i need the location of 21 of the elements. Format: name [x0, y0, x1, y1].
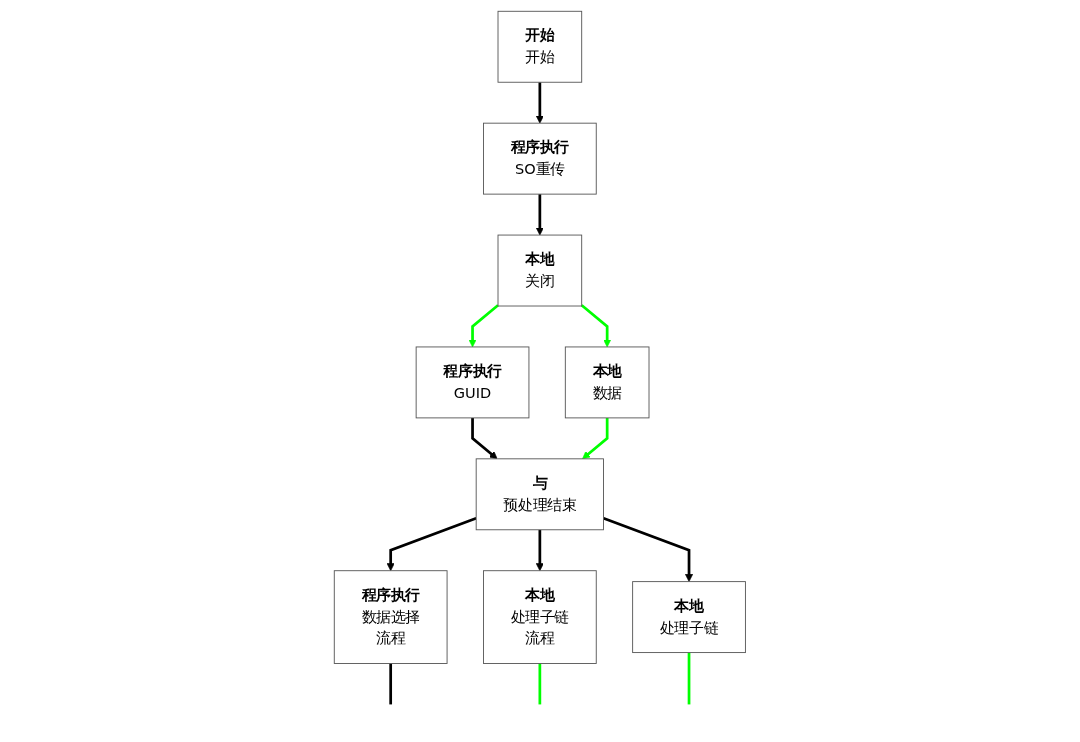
connector — [389, 663, 393, 704]
node-box: 与 预处理结束 — [475, 457, 605, 530]
node-box: 本地 数据 — [565, 346, 650, 418]
arrow — [582, 417, 609, 459]
arrow — [386, 516, 477, 571]
node-box: 本地 处理子链 — [632, 580, 747, 653]
arrow — [536, 193, 544, 235]
node-box: 开始 开始 — [497, 10, 583, 83]
node-box: 程序执行 数据选择 流程 — [333, 569, 448, 664]
arrow — [603, 516, 694, 582]
arrow — [580, 303, 612, 347]
arrow — [536, 529, 544, 571]
node-box: 程序执行 SO重传 — [483, 122, 597, 195]
connector — [538, 663, 542, 704]
node-box: 本地 处理子链 流程 — [483, 569, 597, 664]
arrow — [468, 303, 500, 347]
node-box: 本地 关闭 — [497, 234, 583, 306]
node-box: 程序执行 GUID — [415, 346, 530, 418]
connector — [687, 652, 691, 704]
arrow — [536, 81, 544, 124]
arrow — [471, 417, 498, 459]
